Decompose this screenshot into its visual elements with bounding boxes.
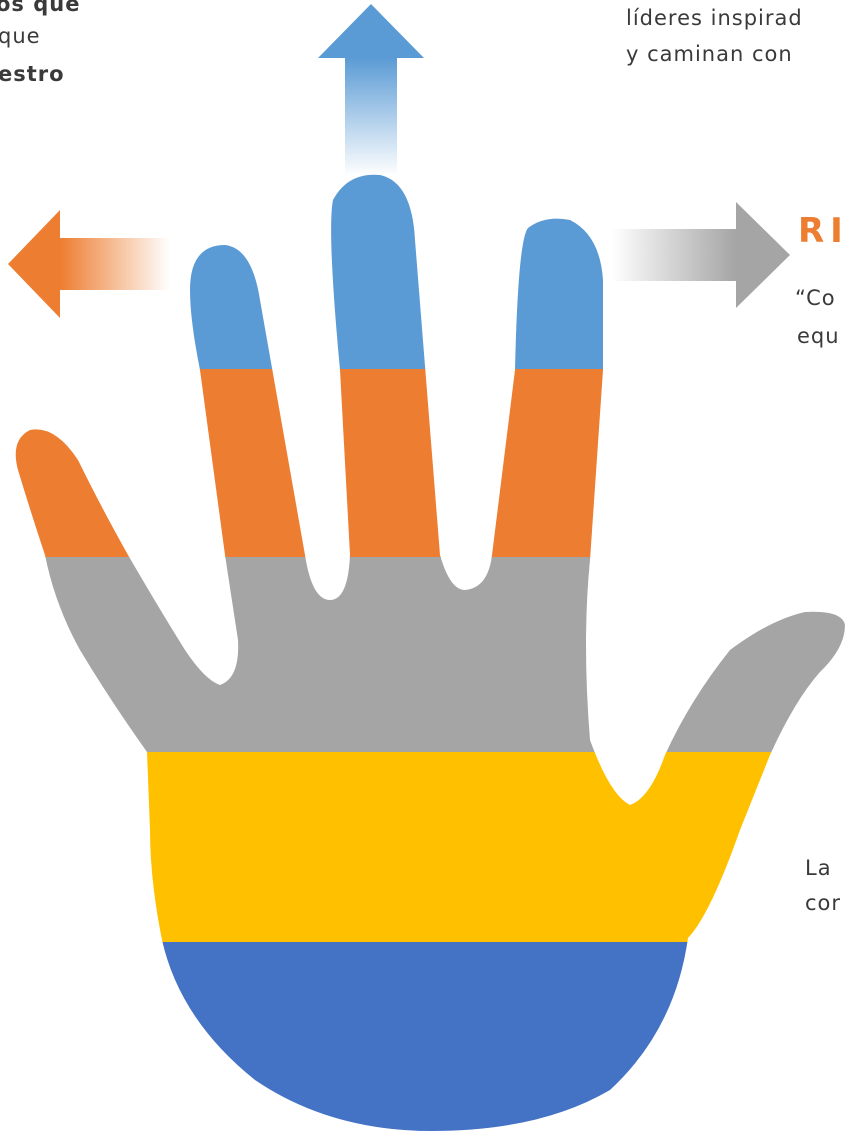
bottom-right-text-line-2: cor (805, 893, 841, 914)
arrow-up-icon (318, 4, 424, 176)
top-left-text-line-2: que (0, 26, 41, 47)
band-gray (0, 557, 845, 753)
arrow-right-icon (612, 202, 790, 308)
right-quote-line-1: “Co (795, 288, 836, 309)
top-left-text-line-3: estro (0, 64, 65, 85)
right-heading: RI (798, 214, 845, 248)
bottom-right-text-line-1: La (805, 858, 832, 879)
hand-shape (0, 150, 845, 1131)
top-right-text-line-2: y caminan con (626, 44, 793, 65)
right-quote-line-2: equ (797, 326, 840, 347)
band-yellow (0, 752, 845, 943)
top-right-text-line-1: líderes inspirad (626, 8, 803, 29)
band-blue-dark (0, 942, 845, 1131)
top-left-text-line-1: os que (0, 0, 80, 15)
arrow-left-icon (8, 210, 170, 318)
band-orange (0, 369, 845, 558)
